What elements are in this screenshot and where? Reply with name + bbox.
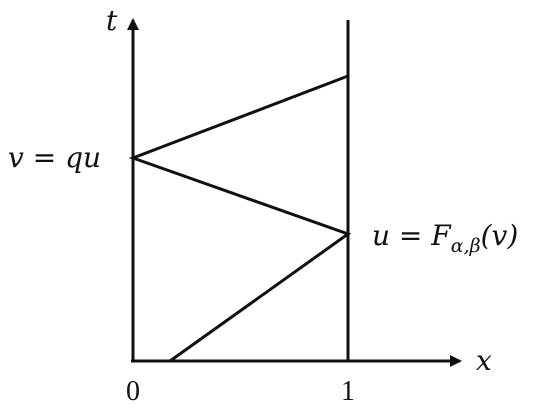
right-condition-lhs: u = F: [372, 219, 452, 252]
left-boundary-condition: v = qu: [8, 141, 101, 174]
t-axis-label: t: [106, 4, 118, 37]
characteristic-path: [128, 74, 352, 363]
x-axis-label: x: [476, 344, 492, 377]
right-condition-subscript: α,β: [451, 235, 481, 257]
right-condition-rhs: (v): [481, 219, 519, 252]
tick-label-zero: 0: [126, 376, 140, 407]
tick-label-one: 1: [341, 376, 355, 407]
right-boundary-condition: u = Fα,β(v): [372, 219, 518, 257]
